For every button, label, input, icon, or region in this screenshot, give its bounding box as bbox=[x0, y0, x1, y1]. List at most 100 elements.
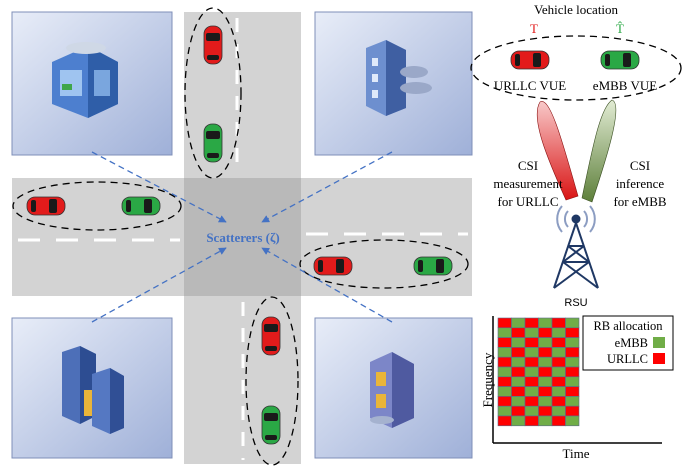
rb-xlabel: Time bbox=[563, 446, 590, 461]
rb-cell-urllc bbox=[497, 317, 512, 329]
csi-inference-line2: inference bbox=[616, 176, 665, 191]
rb-ylabel: Frequency bbox=[480, 352, 495, 407]
cars-layer bbox=[26, 25, 640, 445]
rb-cell-urllc bbox=[524, 337, 539, 348]
rb-cell-embb bbox=[538, 337, 553, 348]
rb-cell-embb bbox=[565, 376, 580, 387]
embb-csi-beam bbox=[581, 99, 617, 203]
rb-legend-title: RB allocation bbox=[593, 319, 663, 333]
rb-cell-urllc bbox=[551, 356, 566, 368]
apartment-building-icon bbox=[366, 40, 432, 116]
rb-cell-urllc bbox=[497, 415, 512, 427]
csi-measurement-line3: for URLLC bbox=[497, 194, 558, 209]
embb-location-symbol: T̂ bbox=[616, 21, 624, 36]
rb-cell-embb bbox=[538, 376, 553, 387]
rsu-label: RSU bbox=[564, 297, 587, 309]
rb-cell-urllc bbox=[497, 356, 512, 368]
scatterers-label-bg bbox=[202, 228, 284, 246]
rb-cell-urllc bbox=[538, 347, 553, 358]
rb-legend-embb-label: eMBB bbox=[615, 336, 648, 350]
car-group-bottom bbox=[245, 296, 299, 466]
rb-cell-urllc bbox=[497, 396, 512, 407]
rb-cell-embb bbox=[551, 347, 566, 358]
rb-cell-embb bbox=[524, 366, 539, 378]
rb-cell-urllc bbox=[524, 376, 539, 387]
csi-inference-line1: CSI bbox=[630, 158, 650, 173]
rb-cell-embb bbox=[565, 415, 580, 427]
rb-cell-urllc bbox=[565, 347, 580, 358]
car-group-top bbox=[184, 7, 242, 179]
arrow-from-top-left bbox=[91, 151, 227, 223]
urllc-csi-beam bbox=[536, 101, 579, 201]
rb-cell-urllc bbox=[497, 376, 512, 387]
rb-legend-urllc-label: URLLC bbox=[607, 352, 648, 366]
rb-cell-embb bbox=[538, 415, 553, 427]
rb-cell-urllc bbox=[511, 366, 526, 378]
rb-cell-embb bbox=[565, 317, 580, 329]
car-group-right bbox=[299, 239, 469, 289]
scatterers-label: Scatterers (ζ) bbox=[206, 230, 279, 245]
rb-cell-urllc bbox=[565, 405, 580, 417]
vue-embb-car bbox=[600, 50, 640, 70]
rb-cell-urllc bbox=[511, 347, 526, 358]
car-left-embb bbox=[121, 196, 161, 216]
rb-cell-urllc bbox=[538, 386, 553, 397]
rb-cell-urllc bbox=[538, 327, 553, 338]
rb-cell-urllc bbox=[551, 415, 566, 427]
rb-cell-urllc bbox=[524, 396, 539, 407]
embb-vue-label: eMBB VUE bbox=[593, 78, 657, 93]
rb-cell-embb bbox=[524, 347, 539, 358]
rsu-tower-icon bbox=[553, 205, 599, 289]
csi-inference-line3: for eMBB bbox=[613, 194, 666, 209]
arrow-from-bottom-right bbox=[261, 247, 393, 323]
rb-cell-embb bbox=[524, 386, 539, 397]
rb-cell-embb bbox=[538, 396, 553, 407]
rb-cell-embb bbox=[497, 366, 512, 378]
rb-cell-embb bbox=[497, 347, 512, 358]
building-tile-top-left bbox=[11, 11, 173, 156]
building-tile-bottom-left bbox=[11, 317, 173, 459]
rb-cell-urllc bbox=[511, 327, 526, 338]
office-building-icon bbox=[52, 42, 118, 118]
rb-cell-embb bbox=[551, 405, 566, 417]
rb-cell-embb bbox=[497, 386, 512, 397]
rb-cell-embb bbox=[538, 356, 553, 368]
rb-cell-urllc bbox=[511, 405, 526, 417]
rb-grid bbox=[497, 317, 580, 427]
rb-cell-urllc bbox=[524, 356, 539, 368]
rb-cell-embb bbox=[511, 396, 526, 407]
car-bottom-embb bbox=[261, 405, 281, 445]
rb-cell-urllc bbox=[565, 366, 580, 378]
urllc-location-symbol: T bbox=[530, 21, 538, 36]
rb-cell-urllc bbox=[538, 366, 553, 378]
rb-cell-embb bbox=[565, 356, 580, 368]
rb-cell-embb bbox=[565, 396, 580, 407]
rb-cell-urllc bbox=[565, 386, 580, 397]
vehicle-location-group bbox=[470, 35, 682, 101]
rb-cell-urllc bbox=[497, 337, 512, 348]
car-right-embb bbox=[413, 256, 453, 276]
vehicle-location-title: Vehicle location bbox=[534, 2, 619, 17]
rb-cell-embb bbox=[551, 327, 566, 338]
rb-cell-embb bbox=[511, 356, 526, 368]
arrow-from-top-right bbox=[261, 151, 393, 223]
rb-cell-urllc bbox=[511, 386, 526, 397]
arrow-from-bottom-left bbox=[91, 247, 227, 323]
car-top-urllc bbox=[203, 25, 223, 65]
building-tile-top-right bbox=[314, 11, 473, 156]
lane-markings bbox=[18, 18, 468, 460]
rb-legend-embb-swatch bbox=[653, 337, 665, 348]
csi-measurement-line2: measurement bbox=[493, 176, 563, 191]
rb-cell-urllc bbox=[524, 415, 539, 427]
rb-cell-embb bbox=[524, 405, 539, 417]
building-tile-bottom-right bbox=[314, 317, 473, 459]
rb-cell-urllc bbox=[565, 327, 580, 338]
car-group-left bbox=[12, 181, 182, 231]
rb-cell-urllc bbox=[551, 376, 566, 387]
car-left-urllc bbox=[26, 196, 66, 216]
rb-cell-embb bbox=[511, 317, 526, 329]
rb-cell-embb bbox=[497, 327, 512, 338]
rb-cell-embb bbox=[551, 386, 566, 397]
